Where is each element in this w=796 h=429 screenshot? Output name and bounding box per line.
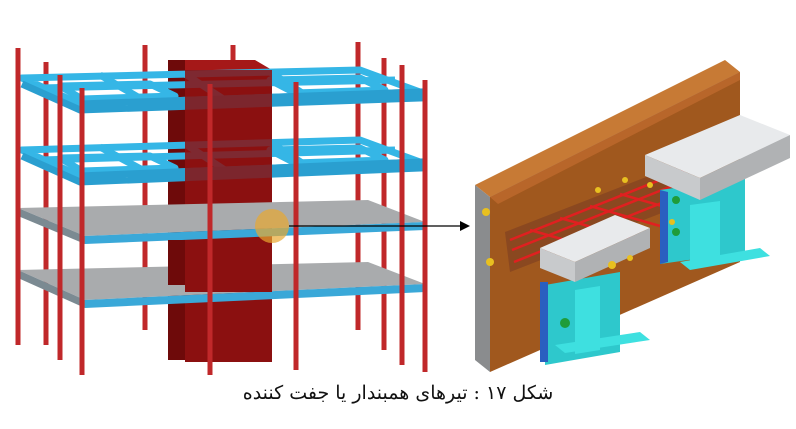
upper-concrete-block	[645, 115, 790, 200]
coupling-beam-detail	[475, 60, 790, 372]
building-frame-3d	[15, 42, 428, 375]
lower-steel-beam	[540, 272, 650, 365]
figure-caption: شکل ۱۷ : تیرهای همبندار یا جفت کننده	[242, 382, 554, 404]
bolts	[482, 177, 675, 269]
slab-level-3	[18, 200, 425, 244]
highlight-marker	[255, 209, 289, 243]
upper-steel-beam	[660, 178, 770, 270]
core-wall-front	[168, 70, 272, 362]
front-columns	[15, 48, 428, 375]
callout-arrow	[289, 221, 470, 231]
lower-concrete-block	[540, 215, 650, 282]
